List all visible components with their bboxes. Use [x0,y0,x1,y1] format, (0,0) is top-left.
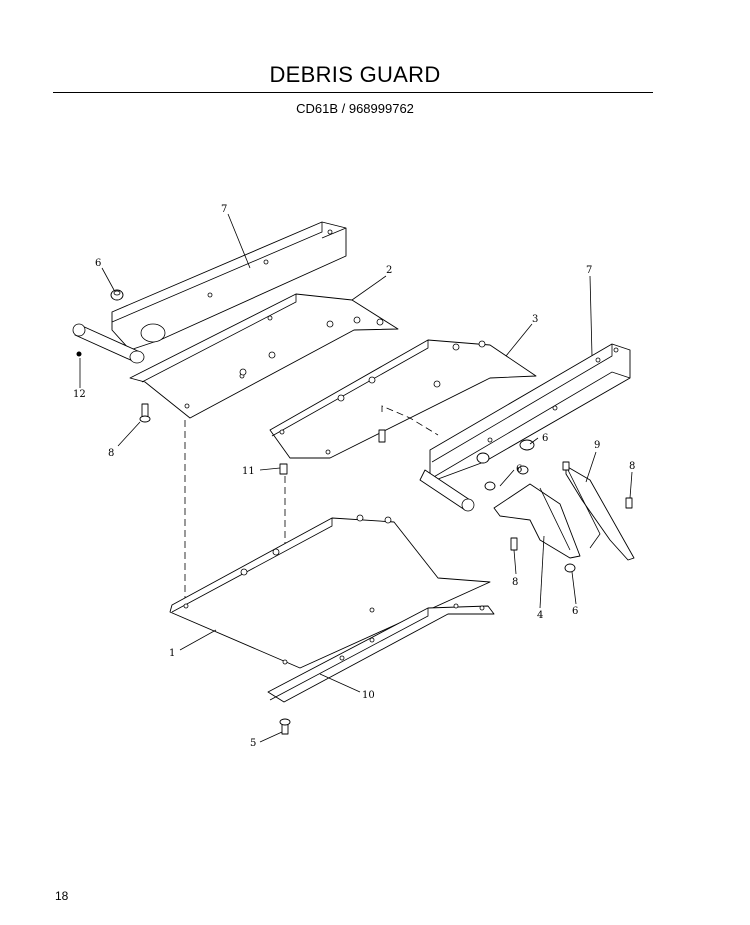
callout-10: 10 [362,690,375,701]
callout-6: 6 [542,433,548,444]
bolts-bracket [510,461,633,573]
callout-8: 8 [108,448,114,459]
callout-6: 6 [572,606,578,617]
callout-5: 5 [250,738,256,749]
bolt-center [378,429,386,443]
bolt-bottom [279,718,291,735]
bottom-strip [267,603,495,703]
debris-guard-plate-center [269,339,537,459]
callout-8: 8 [512,577,518,588]
debris-guard-plate-left [129,293,399,419]
callout-6: 6 [516,464,522,475]
callout-1: 1 [169,648,175,659]
callout-12: 12 [73,389,86,400]
small-screw [76,351,82,357]
title-rule [53,92,653,93]
page-number: 18 [55,889,69,903]
callout-6: 6 [95,258,101,269]
standoff-nut [279,463,288,475]
callout-4: 4 [537,610,543,621]
callout-11: 11 [242,466,255,477]
callout-7: 7 [586,265,592,276]
page-title: DEBRIS GUARD [269,62,441,87]
callout-2: 2 [386,265,392,276]
support-bracket [565,465,635,561]
frame-rail-right [419,343,631,512]
flange-nut-top-left [110,289,124,301]
callout-7: 7 [221,204,227,215]
callout-9: 9 [594,440,600,451]
leader-lines [79,213,633,743]
callout-labels: 7 6 12 2 3 7 8 11 6 6 9 8 8 6 4 1 10 5 [73,204,635,749]
bottom-plate [169,514,491,669]
callout-8: 8 [629,461,635,472]
model-number: CD61B / 968999762 [296,101,414,116]
mounting-bracket [493,483,581,559]
flange-nuts-right [476,439,535,491]
frame-rail-left [72,221,347,364]
callout-3: 3 [532,314,538,325]
bolt-left [139,403,151,423]
